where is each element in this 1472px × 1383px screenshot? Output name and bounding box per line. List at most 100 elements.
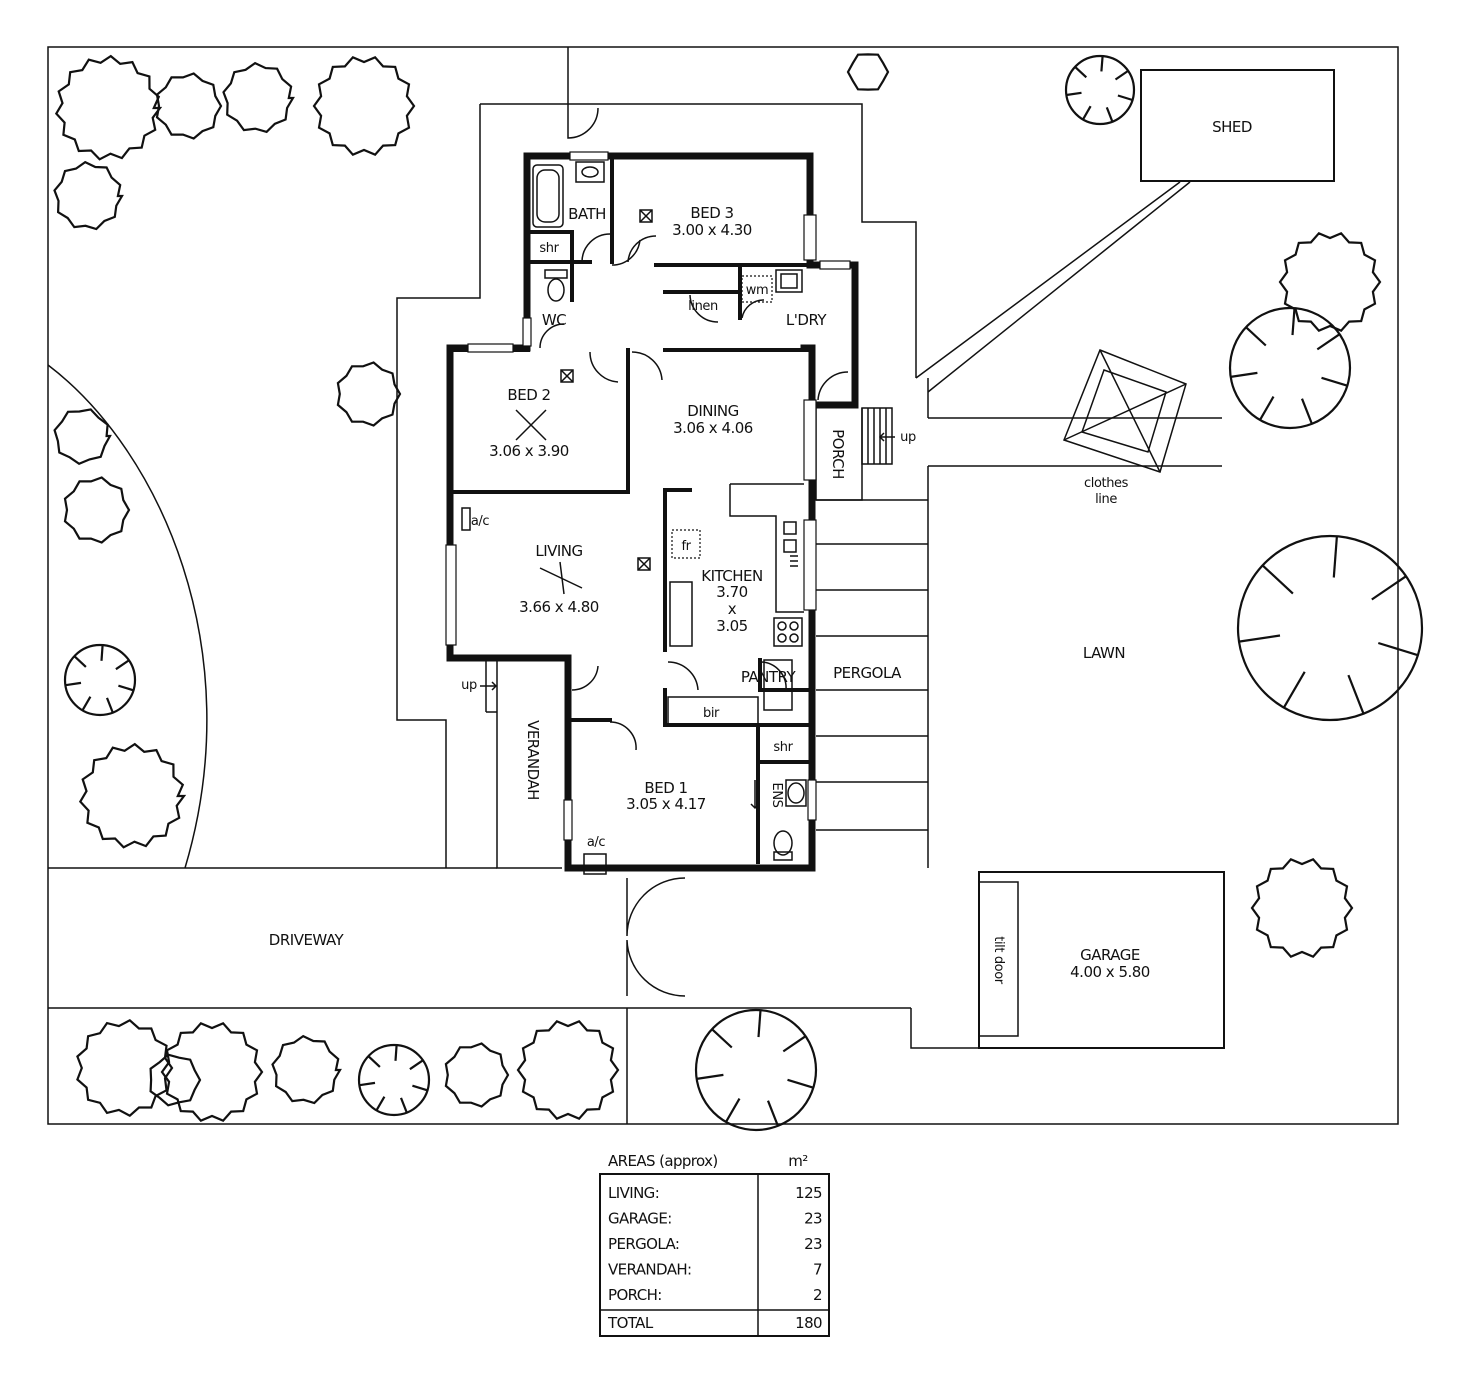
- areas-total-label: TOTAL: [607, 1314, 654, 1332]
- bed3-label: BED 3: [690, 204, 733, 222]
- bed1-label: BED 1: [644, 779, 687, 797]
- tree-branch-line: [1105, 106, 1114, 123]
- areas-title: AREAS (approx): [608, 1152, 718, 1170]
- tree-branch-line: [1347, 674, 1365, 715]
- areas-row-label: PORCH:: [608, 1286, 662, 1304]
- tree-branch-line: [1332, 536, 1338, 578]
- bir-label: bir: [703, 706, 720, 721]
- fridge-label: fr: [681, 539, 691, 554]
- tree-icon: [271, 1034, 342, 1105]
- tree-icon: [516, 1019, 620, 1121]
- tree-icon: [444, 1042, 510, 1108]
- tree-icon: [149, 1053, 202, 1107]
- porch-label: PORCH: [829, 429, 847, 479]
- tree-branch-line: [1230, 371, 1258, 378]
- areas-row-label: GARAGE:: [608, 1210, 672, 1228]
- shed-label: SHED: [1212, 118, 1252, 136]
- tree-icon: [1278, 231, 1382, 333]
- bath-label: BATH: [568, 205, 606, 223]
- tree-branch-line: [757, 1010, 762, 1038]
- dining-label: DINING: [687, 402, 738, 420]
- tree-branch-line: [696, 1073, 724, 1080]
- areas-table: AREAS (approx) m² LIVING:125GARAGE:23PER…: [599, 1152, 830, 1337]
- tree-branch-line: [1316, 333, 1341, 351]
- living-ac-label: a/c: [471, 514, 490, 529]
- tree-branch-line: [1117, 94, 1133, 102]
- garage-label: GARAGE: [1080, 946, 1140, 964]
- tree-branch-line: [394, 1045, 398, 1061]
- tree-branch-line: [73, 655, 87, 668]
- bath-shower-label: shr: [539, 241, 559, 256]
- areas-unit: m²: [788, 1152, 808, 1170]
- kitchen-label: KITCHEN: [701, 567, 763, 585]
- bed1-dimensions: 3.05 x 4.17: [626, 795, 706, 813]
- clothes-line: [1063, 349, 1187, 473]
- tree-icon: [63, 476, 131, 544]
- door-swings: [539, 104, 849, 997]
- tilt-door-label: tilt door: [991, 936, 1006, 985]
- tree-icon: [222, 61, 295, 134]
- tree-branch-line: [1066, 91, 1082, 97]
- tree-icon: [155, 72, 223, 140]
- porch-up-label: up: [900, 430, 916, 445]
- tree-icon: [312, 55, 416, 157]
- tree-branch-line: [1300, 398, 1313, 425]
- areas-row-label: LIVING:: [608, 1184, 659, 1202]
- tree-icon: [357, 1043, 431, 1117]
- tree-branch-line: [1238, 634, 1281, 643]
- areas-row-value: 23: [804, 1235, 822, 1253]
- verandah-up-label: up: [461, 678, 477, 693]
- pergola-label: PERGOLA: [833, 664, 902, 682]
- bed2-dimensions: 3.06 x 3.90: [489, 442, 569, 460]
- areas-row-value: 7: [813, 1261, 822, 1279]
- tree-icon: [160, 1021, 264, 1123]
- ensuite-shower-label: shr: [773, 740, 793, 755]
- wc-label: WC: [542, 311, 566, 329]
- areas-rows: LIVING:125GARAGE:23PERGOLA:23VERANDAH:7P…: [608, 1184, 823, 1304]
- windows: [445, 151, 851, 841]
- tree-branch-line: [725, 1098, 741, 1123]
- areas-total-value: 180: [795, 1314, 822, 1332]
- tree-branch-line: [782, 1035, 807, 1053]
- tree-branch-line: [105, 697, 114, 714]
- living-label: LIVING: [535, 542, 582, 560]
- linen-label: linen: [688, 299, 718, 314]
- areas-row-value: 23: [804, 1210, 822, 1228]
- washing-machine-label: wm: [746, 283, 769, 298]
- areas-row-value: 125: [795, 1184, 822, 1202]
- tree-branch-line: [81, 696, 92, 711]
- tree-icon: [1064, 54, 1136, 126]
- tree-branch-line: [100, 645, 104, 661]
- pantry-label: PANTRY: [741, 668, 797, 686]
- lawn-label: LAWN: [1083, 644, 1125, 662]
- areas-row-value: 2: [813, 1286, 822, 1304]
- driveway-label: DRIVEWAY: [269, 931, 345, 949]
- tree-branch-line: [1291, 308, 1296, 336]
- tree-branch-line: [1259, 396, 1275, 421]
- bed2-label: BED 2: [507, 386, 550, 404]
- ensuite-label: ENS: [769, 783, 784, 808]
- tree-icon: [336, 361, 402, 427]
- house-walls: [446, 152, 859, 872]
- tree-branch-line: [367, 1055, 381, 1068]
- tree-branch-line: [65, 681, 82, 687]
- tree-branch-line: [399, 1097, 408, 1114]
- tree-branch-line: [711, 1028, 733, 1049]
- tree-icon: [1228, 306, 1352, 430]
- tree-icon: [53, 160, 124, 231]
- room-labels: SHED BATH shr WC BED 3 3.00 x 4.30 linen…: [269, 118, 1253, 985]
- tree-branch-line: [1114, 69, 1129, 81]
- bed3-dimensions: 3.00 x 4.30: [672, 221, 752, 239]
- garage: [978, 871, 1225, 1049]
- shed: [1140, 69, 1335, 182]
- garage-dimensions: 4.00 x 5.80: [1070, 963, 1150, 981]
- tree-icon: [53, 408, 112, 466]
- tree-branch-line: [1371, 575, 1407, 601]
- tree-icon: [78, 742, 187, 849]
- tree-branch-line: [1321, 376, 1348, 387]
- tree-branch-line: [1261, 564, 1294, 595]
- tree-branch-line: [375, 1096, 386, 1111]
- kitchen-width: 3.70: [716, 583, 747, 601]
- tree-icon: [846, 53, 890, 91]
- tree-icon: [63, 643, 137, 717]
